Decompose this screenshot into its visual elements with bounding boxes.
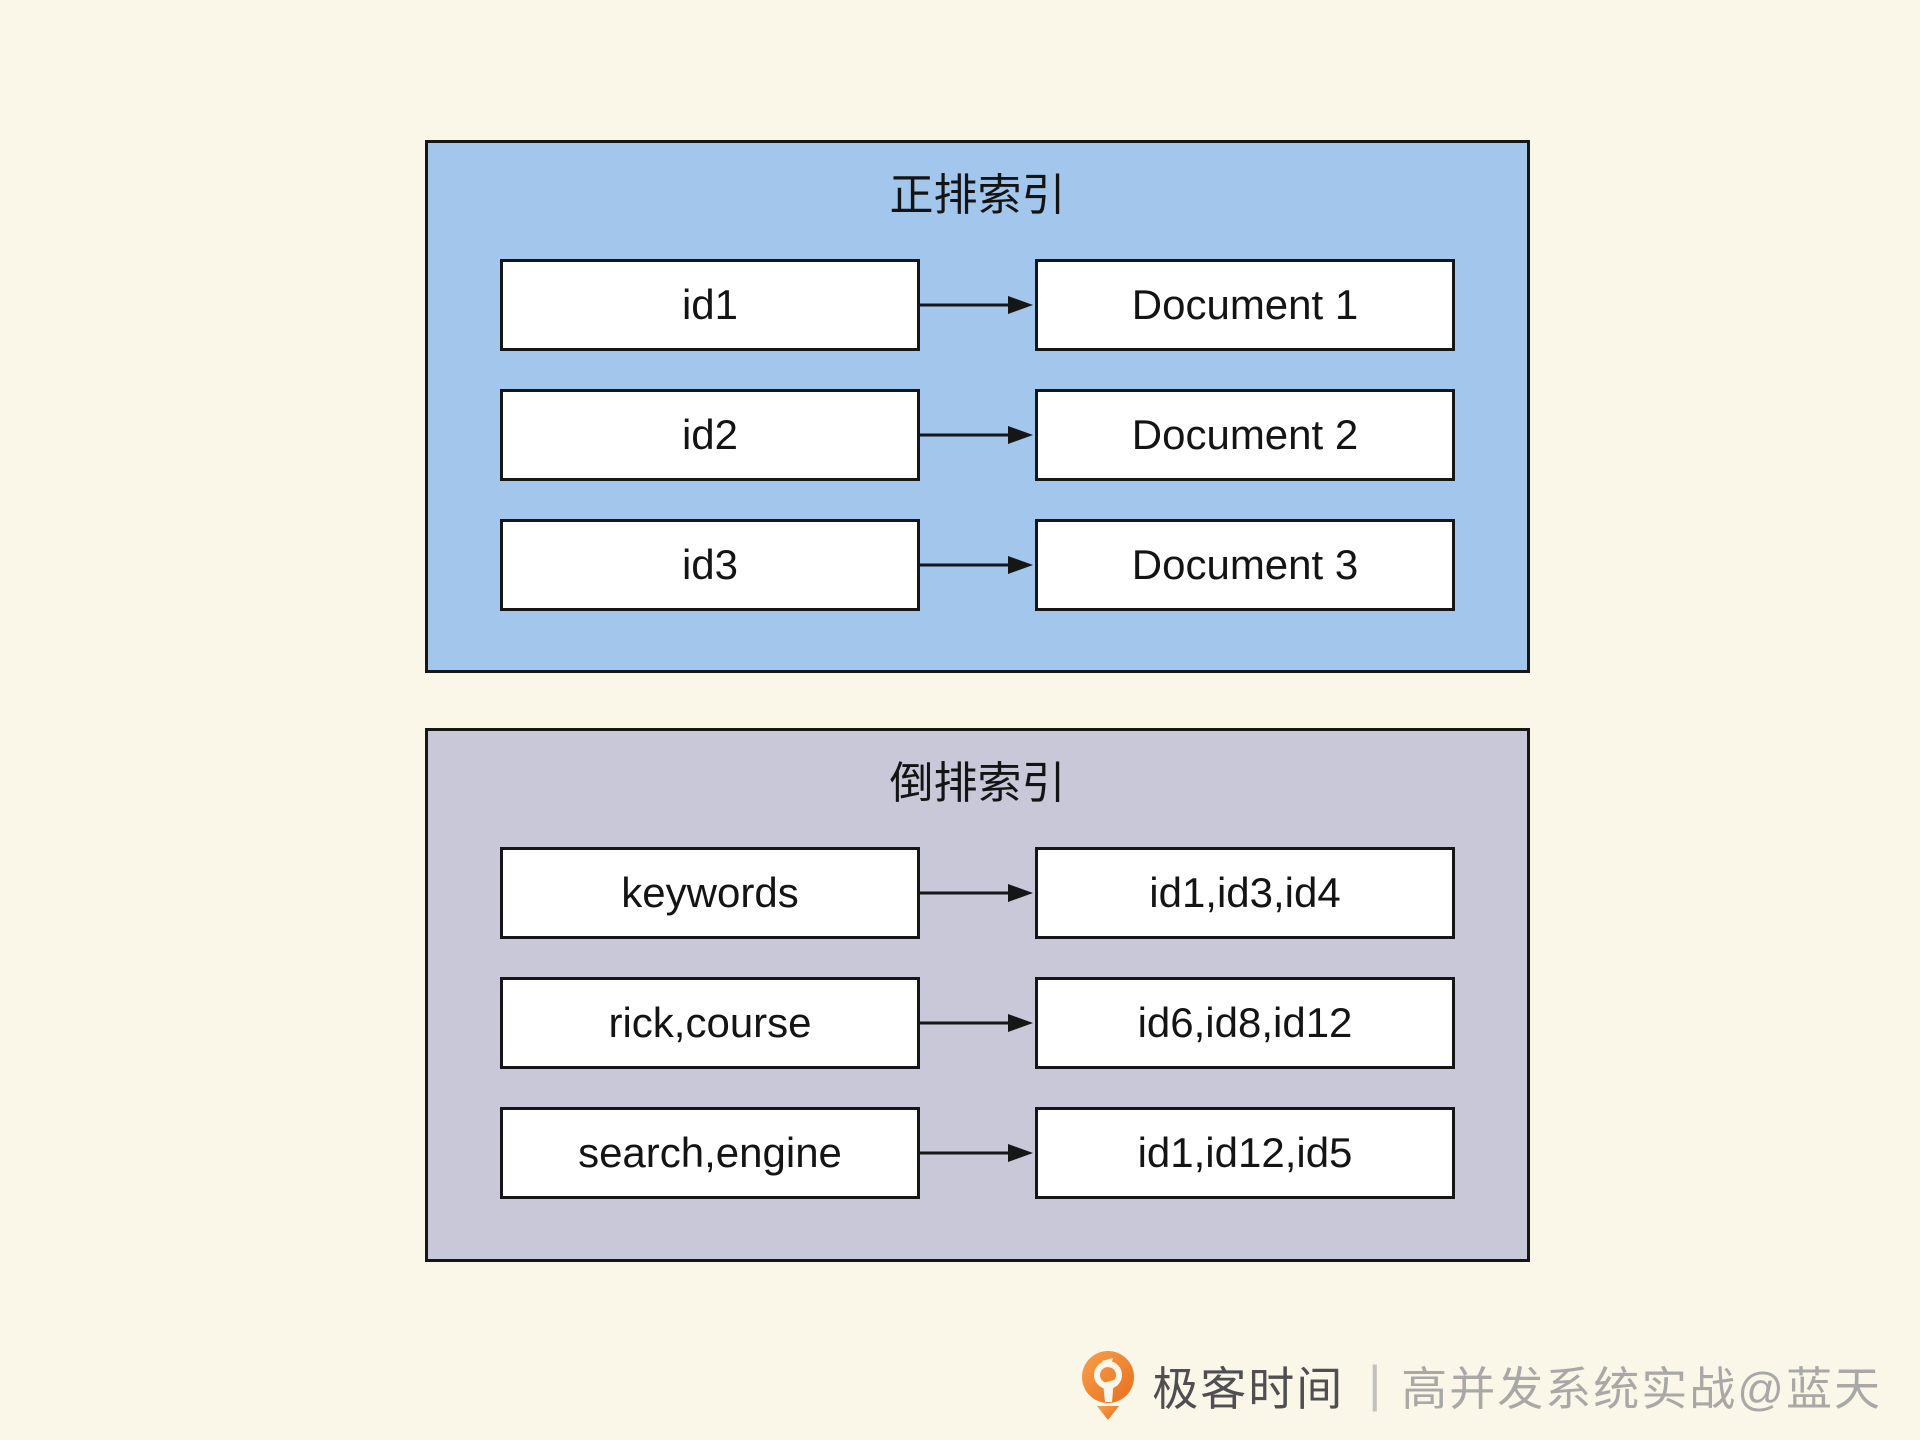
mapping-row: rick,course id6,id8,id12 bbox=[500, 977, 1455, 1069]
geektime-logo-icon bbox=[1082, 1351, 1135, 1420]
value-box: Document 1 bbox=[1035, 259, 1455, 351]
mapping-row: keywords id1,id3,id4 bbox=[500, 847, 1455, 939]
forward-index-rows: id1 Document 1 id2 Document 2 bbox=[500, 259, 1455, 611]
footer-divider: | bbox=[1368, 1356, 1382, 1412]
value-box: Document 3 bbox=[1035, 519, 1455, 611]
arrow-right-icon bbox=[920, 519, 1035, 611]
panel-inverted-index: 倒排索引 keywords id1,id3,id4 rick,course bbox=[425, 728, 1530, 1262]
key-box: keywords bbox=[500, 847, 920, 939]
key-box: rick,course bbox=[500, 977, 920, 1069]
arrow-right-icon bbox=[920, 389, 1035, 481]
footer-caption: 高并发系统实战@蓝天 bbox=[1401, 1363, 1882, 1415]
value-box: id1,id12,id5 bbox=[1035, 1107, 1455, 1199]
key-box: id3 bbox=[500, 519, 920, 611]
arrow-right-icon bbox=[920, 259, 1035, 351]
inverted-index-rows: keywords id1,id3,id4 rick,course bbox=[500, 847, 1455, 1199]
mapping-row: id2 Document 2 bbox=[500, 389, 1455, 481]
key-box: id2 bbox=[500, 389, 920, 481]
brand-name: 极客时间 bbox=[1152, 1363, 1345, 1415]
arrow-right-icon bbox=[920, 847, 1035, 939]
value-box: Document 2 bbox=[1035, 389, 1455, 481]
panel-forward-index: 正排索引 id1 Document 1 id2 bbox=[425, 140, 1530, 673]
arrow-right-icon bbox=[920, 977, 1035, 1069]
forward-index-title: 正排索引 bbox=[889, 171, 1066, 220]
value-box: id1,id3,id4 bbox=[1035, 847, 1455, 939]
arrow-right-icon bbox=[920, 1107, 1035, 1199]
mapping-row: id3 Document 3 bbox=[500, 519, 1455, 611]
inverted-index-title: 倒排索引 bbox=[889, 759, 1066, 808]
mapping-row: search,engine id1,id12,id5 bbox=[500, 1107, 1455, 1199]
mapping-row: id1 Document 1 bbox=[500, 259, 1455, 351]
key-box: search,engine bbox=[500, 1107, 920, 1199]
value-box: id6,id8,id12 bbox=[1035, 977, 1455, 1069]
watermark-footer: 极客时间 | 高并发系统实战@蓝天 bbox=[1080, 1348, 1882, 1424]
key-box: id1 bbox=[500, 259, 920, 351]
